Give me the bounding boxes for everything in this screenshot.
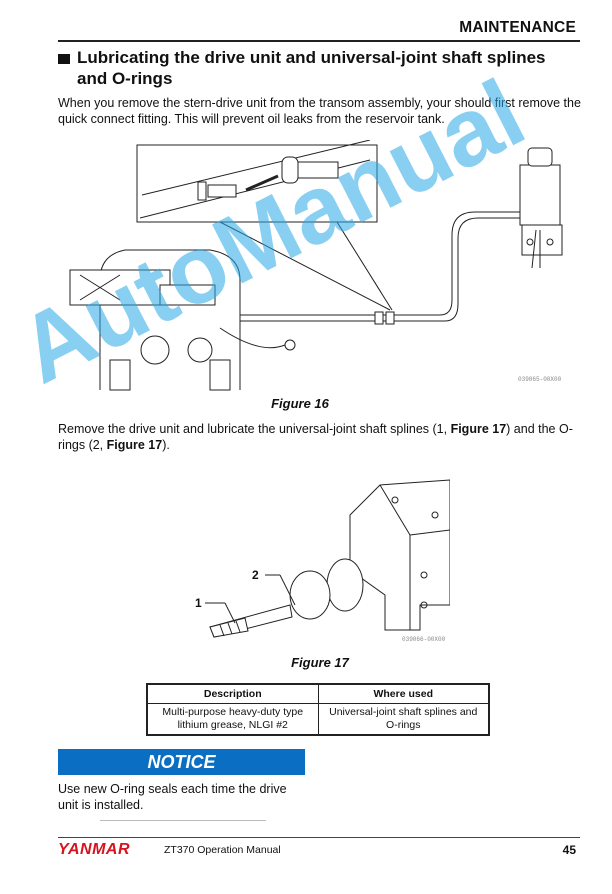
- inset-frame: [136, 144, 378, 223]
- brand-logo: YANMAR: [58, 841, 131, 858]
- notice-divider: [100, 820, 266, 821]
- column-header-description: Description: [146, 683, 319, 704]
- table-header-row: Description Where used: [146, 683, 490, 704]
- footer-rule: [58, 837, 580, 838]
- intro-paragraph: When you remove the stern-drive unit fro…: [58, 96, 581, 126]
- figure-16-caption: Figure 16: [271, 396, 329, 411]
- cell-where-used: Universal-joint shaft splines and O-ring…: [317, 703, 490, 736]
- callout-2: 2: [252, 568, 259, 582]
- section-header: MAINTENANCE: [459, 19, 576, 36]
- manual-name: ZT370 Operation Manual: [164, 844, 281, 856]
- column-header-where-used: Where used: [317, 683, 490, 704]
- table-row: Multi-purpose heavy-duty type lithium gr…: [146, 703, 490, 736]
- cell-description: Multi-purpose heavy-duty type lithium gr…: [146, 703, 319, 736]
- callout-1: 1: [195, 596, 202, 610]
- figure-17-illustration: 1 2 039066-00X00: [195, 479, 450, 643]
- notice-text: Use new O-ring seals each time the drive…: [58, 782, 287, 812]
- figure-17-reference: Figure 17: [106, 438, 163, 452]
- reservoir-tank: [519, 164, 561, 226]
- figure-17-code: 039066-00X00: [402, 636, 446, 643]
- notice-banner: NOTICE: [58, 749, 305, 775]
- instruction-paragraph: Remove the drive unit and lubricate the …: [58, 422, 573, 452]
- page-title: Lubricating the drive unit and universal…: [77, 48, 546, 88]
- figure-16-illustration: 039065-00X00: [69, 140, 563, 391]
- figure-17-caption: Figure 17: [291, 655, 349, 670]
- title-bullet-icon: [58, 54, 70, 64]
- figure-17-reference: Figure 17: [450, 422, 507, 436]
- connect-arrow: [245, 174, 279, 192]
- lubricant-table: Description Where used Multi-purpose hea…: [146, 683, 490, 736]
- page-number: 45: [562, 843, 576, 857]
- universal-joint: [289, 570, 331, 620]
- figure-16-code: 039065-00X00: [518, 376, 562, 383]
- drive-housing: [349, 479, 450, 631]
- header-rule: [58, 40, 580, 42]
